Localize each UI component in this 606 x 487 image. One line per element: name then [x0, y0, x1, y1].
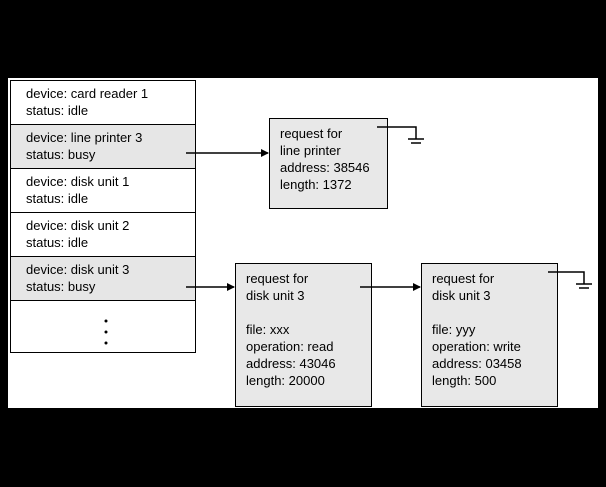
device-status-table: device: card reader 1 status: idle devic… — [10, 80, 196, 353]
request-line: operation: write — [432, 339, 521, 354]
request-line: disk unit 3 — [432, 288, 491, 303]
request-line: request for — [280, 126, 343, 141]
request-line: length: 1372 — [280, 177, 352, 192]
request-line: address: 03458 — [432, 356, 522, 371]
device-label: device: disk unit 1 — [26, 174, 130, 189]
status-label: status: idle — [26, 235, 89, 250]
device-label: device: line printer 3 — [26, 130, 143, 145]
status-label: status: idle — [26, 191, 89, 206]
request-line: request for — [432, 271, 495, 286]
request-line: disk unit 3 — [246, 288, 305, 303]
request-line: file: xxx — [246, 322, 290, 337]
request-line: length: 500 — [432, 373, 497, 388]
request-line: length: 20000 — [246, 373, 325, 388]
device-row: device: card reader 1 status: idle — [11, 81, 195, 125]
request-line: line printer — [280, 143, 341, 158]
request-box-line-printer: request for line printer address: 38546 … — [269, 118, 388, 209]
status-label: status: busy — [26, 147, 96, 162]
request-line: file: yyy — [432, 322, 476, 337]
device-label: device: disk unit 2 — [26, 218, 130, 233]
device-row: device: line printer 3 status: busy — [11, 125, 195, 169]
device-row: device: disk unit 2 status: idle — [11, 213, 195, 257]
request-line — [246, 304, 371, 321]
status-label: status: busy — [26, 279, 96, 294]
request-line: operation: read — [246, 339, 334, 354]
device-label: device: disk unit 3 — [26, 262, 130, 277]
request-line: address: 38546 — [280, 160, 370, 175]
request-line — [432, 304, 557, 321]
device-label: device: card reader 1 — [26, 86, 149, 101]
request-box-disk-write: request for disk unit 3 file: yyy operat… — [421, 263, 558, 407]
request-line: address: 43046 — [246, 356, 336, 371]
vertical-ellipsis-icon — [104, 319, 108, 345]
request-box-disk-read: request for disk unit 3 file: xxx operat… — [235, 263, 372, 407]
device-row: device: disk unit 3 status: busy — [11, 257, 195, 301]
status-label: status: idle — [26, 103, 89, 118]
ellipsis-icon — [103, 318, 109, 348]
device-row: device: disk unit 1 status: idle — [11, 169, 195, 213]
request-line: request for — [246, 271, 309, 286]
